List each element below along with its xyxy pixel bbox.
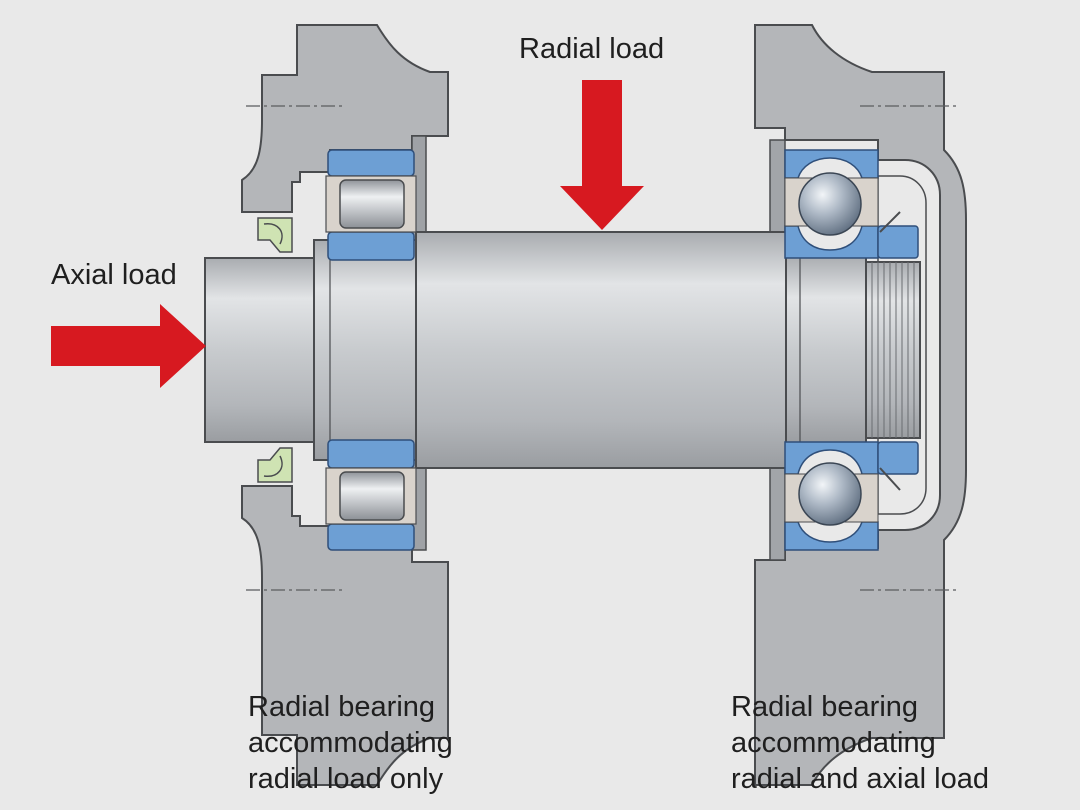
roller-bottom (339, 471, 405, 521)
shaft (204, 231, 921, 469)
thread (871, 262, 915, 438)
roller-top (339, 179, 405, 229)
ball-top (798, 172, 862, 236)
right-ball-bearing (784, 149, 879, 551)
left-caption-line-2: accommodating (248, 727, 453, 759)
axial-load-label: Axial load (51, 259, 177, 291)
ball-bottom (798, 462, 862, 526)
right-caption-line-2: accommodating (731, 727, 936, 759)
left-roller-bearing (325, 149, 417, 551)
right-bearing-caption: Radial bearing accommodating radial and … (731, 689, 989, 797)
radial-load-arrow (560, 80, 644, 230)
right-caption-line-3: radial and axial load (731, 763, 989, 795)
right-caption-line-1: Radial bearing (731, 691, 919, 723)
left-bearing-caption: Radial bearing accommodating radial load… (248, 689, 453, 797)
left-caption-line-3: radial load only (248, 763, 444, 795)
left-caption-line-1: Radial bearing (248, 691, 436, 723)
lock-nut (877, 211, 919, 491)
left-seal (257, 217, 293, 483)
axial-load-arrow (51, 304, 206, 388)
radial-load-label: Radial load (519, 33, 665, 65)
